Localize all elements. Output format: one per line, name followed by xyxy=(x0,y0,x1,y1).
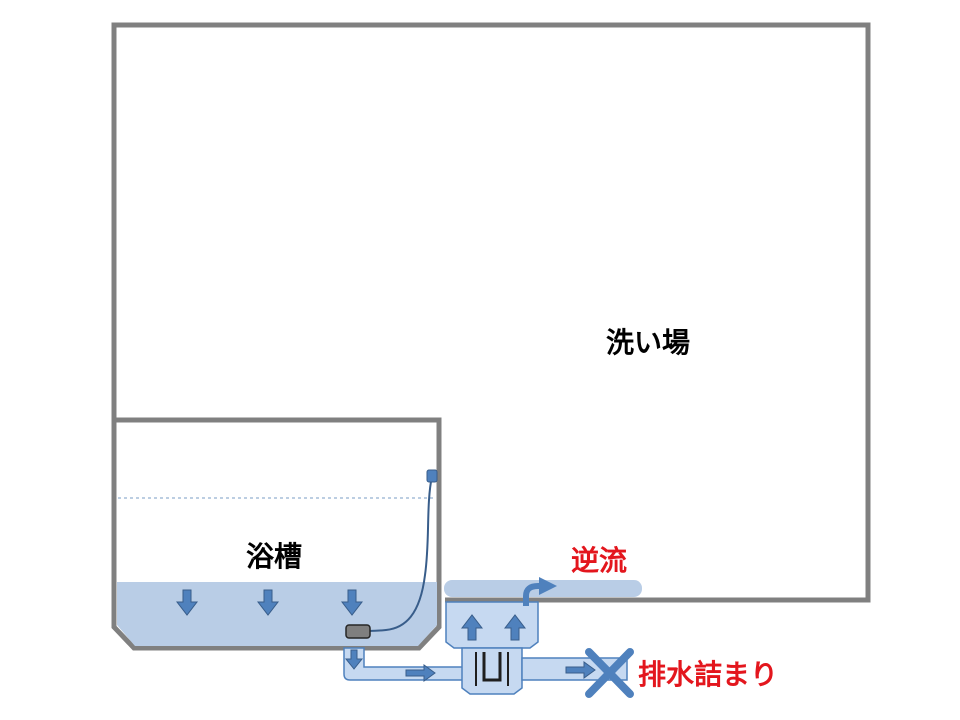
backflow-curved-arrow xyxy=(523,577,557,606)
down-arrow-1 xyxy=(175,589,199,616)
bathtub-water xyxy=(117,582,437,646)
washing-area-label: 洗い場 xyxy=(606,326,690,359)
pipe-right-arrow xyxy=(405,664,436,682)
blockage-x-icon xyxy=(585,648,634,698)
bathtub-drain-pipe xyxy=(343,647,465,681)
up-arrow-2 xyxy=(503,614,527,641)
drain-stopper xyxy=(345,624,371,639)
floor-drain-upper xyxy=(445,601,539,649)
bathtub-wall xyxy=(111,417,442,651)
drain-clog-label: 排水詰まり xyxy=(638,658,778,691)
backflow-label: 逆流 xyxy=(571,544,627,577)
up-arrow-1 xyxy=(460,614,484,641)
chain-hook xyxy=(426,469,438,483)
bathtub-label: 浴槽 xyxy=(246,540,302,573)
down-arrow-2 xyxy=(256,589,280,616)
outlet-right-arrow xyxy=(565,661,596,679)
stopper-chain xyxy=(367,475,433,632)
drain-trap-body xyxy=(461,647,523,695)
washing-area-wall xyxy=(111,22,871,603)
pipe-down-arrow xyxy=(344,649,364,670)
down-arrow-3 xyxy=(340,589,364,616)
trap-inner-u xyxy=(482,652,502,682)
